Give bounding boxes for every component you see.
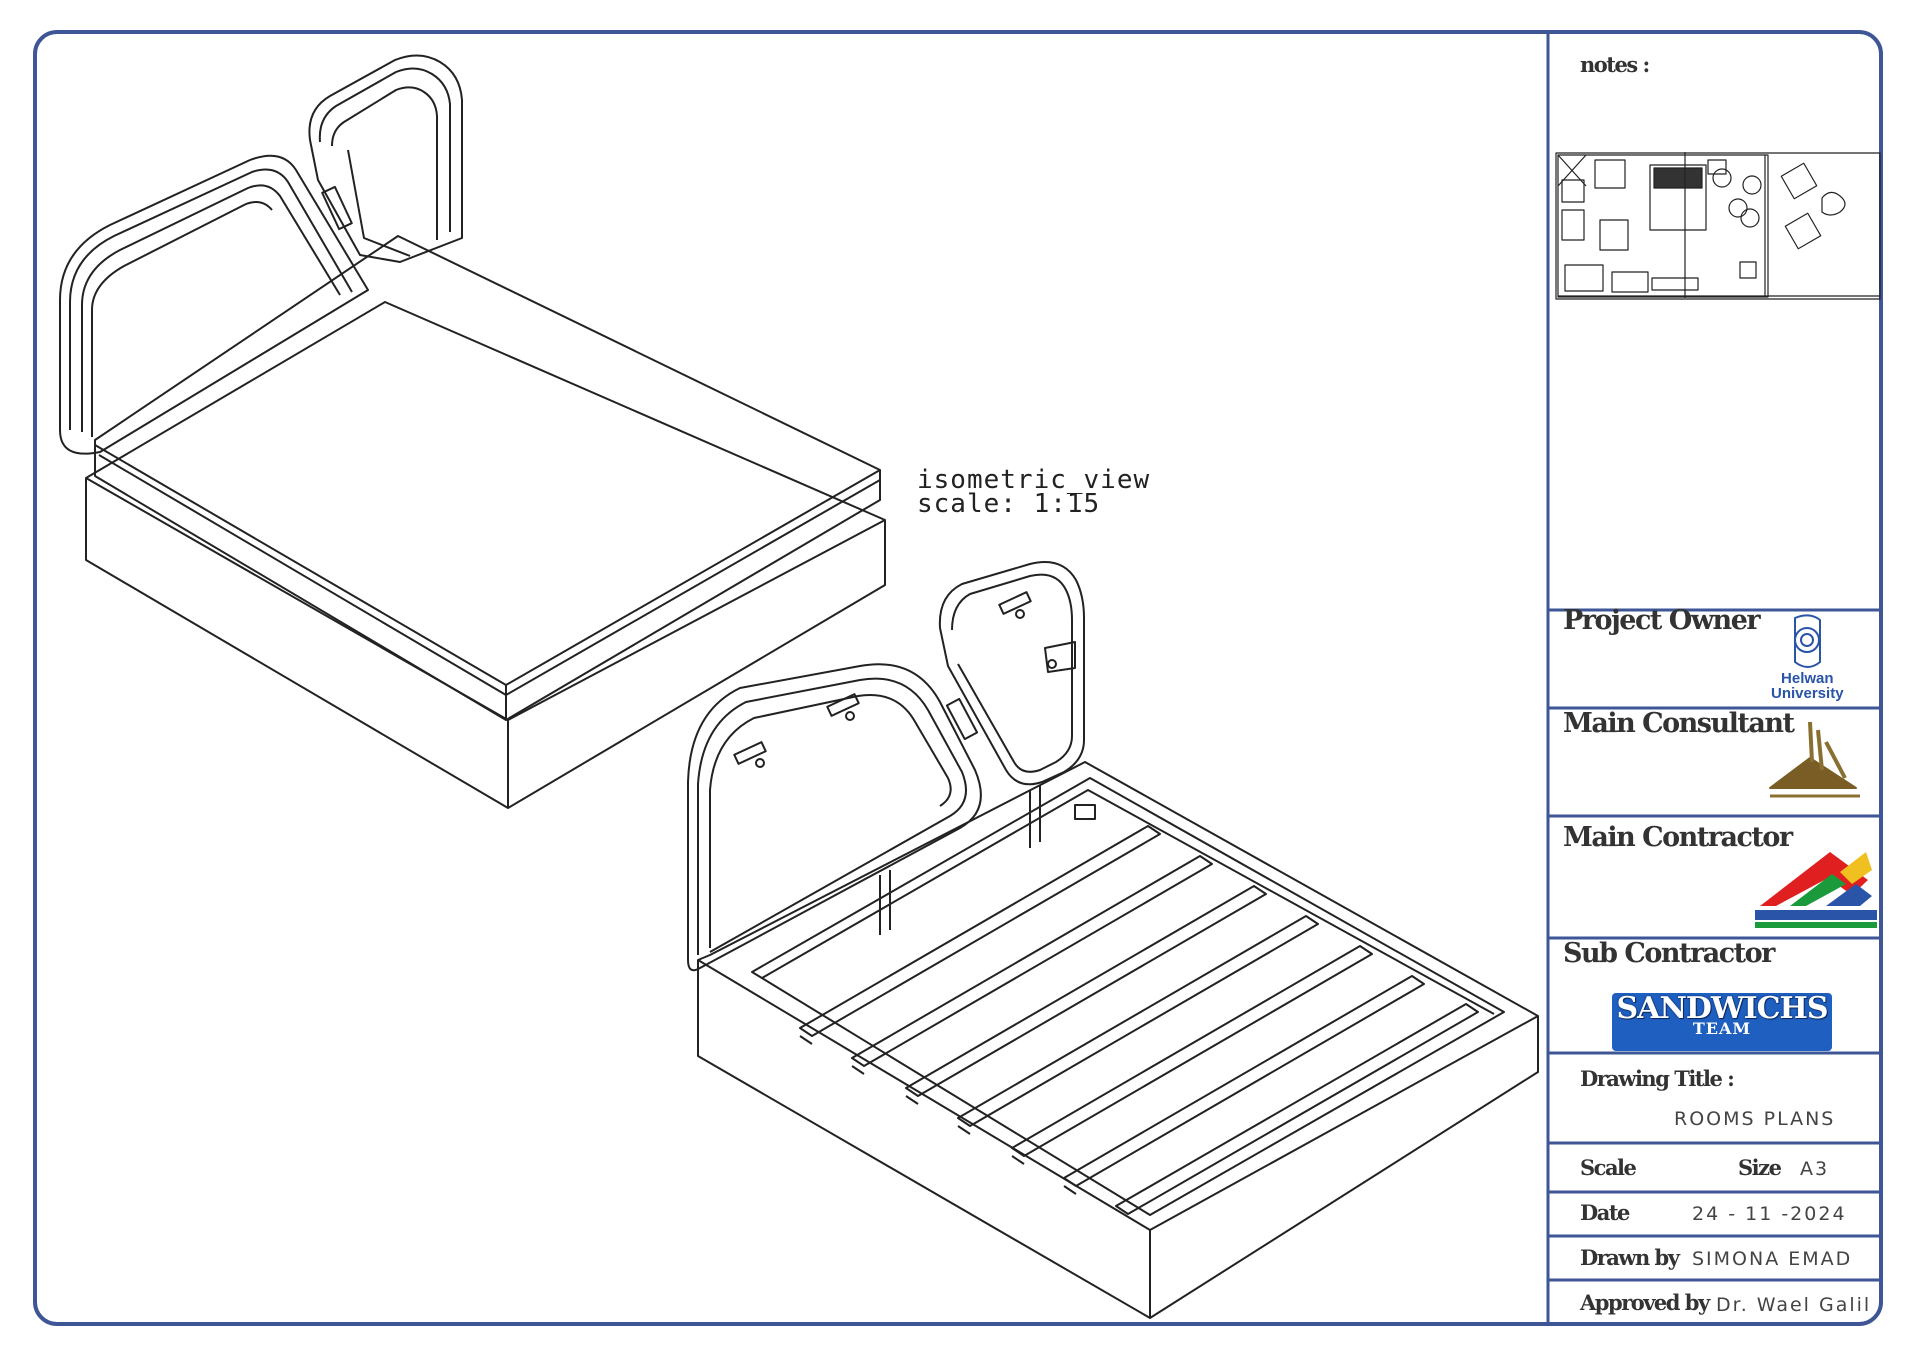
helwan-university-logo-text: Helwan University: [1771, 671, 1844, 701]
date-label: Date: [1580, 1200, 1630, 1225]
drawn-by-value: SIMONA EMAD: [1692, 1248, 1853, 1270]
bed-upholstered: [59, 54, 886, 809]
drawn-by-label: Drawn by: [1580, 1245, 1680, 1270]
approved-by-label: Approved by: [1580, 1290, 1710, 1315]
main-contractor-label: Main Contractor: [1563, 822, 1793, 853]
main-consultant-logo: [1769, 721, 1860, 798]
main-consultant-label: Main Consultant: [1563, 708, 1795, 739]
room-plan-thumbnail: [1555, 152, 1881, 300]
view-label: isometric_view scale: 1:15: [917, 465, 1151, 519]
size-value: A3: [1800, 1158, 1830, 1180]
sandwichs-logo-line-1: SANDWICHS: [1616, 991, 1829, 1026]
scale-label: Scale: [1580, 1155, 1637, 1180]
sheet-border: [33, 30, 1883, 1326]
sub-contractor-label: Sub Contractor: [1563, 938, 1775, 969]
approved-by-value: Dr. Wael Galil: [1716, 1294, 1872, 1316]
drawing-title-value: ROOMS PLANS: [1674, 1108, 1836, 1130]
notes-label: notes :: [1580, 52, 1650, 77]
project-owner-label: Project Owner: [1563, 605, 1761, 636]
bed-slats: [799, 825, 1479, 1215]
helwan-university-logo: [1794, 614, 1821, 668]
date-value: 24 - 11 -2024: [1692, 1203, 1847, 1225]
title-block-lines: [1546, 32, 1882, 1324]
helwan-logo-line-2: University: [1771, 685, 1844, 702]
sandwichs-team-logo: SANDWICHS TEAM: [1612, 993, 1832, 1051]
size-label: Size: [1738, 1155, 1782, 1180]
sandwichs-logo-line-2: TEAM: [1692, 1019, 1752, 1038]
view-scale: scale: 1:15: [917, 489, 1101, 519]
bed-frame-slats: [687, 561, 1539, 1319]
main-contractor-logo: [1755, 852, 1877, 928]
helwan-logo-line-1: Helwan: [1781, 670, 1834, 687]
view-name: isometric_view: [917, 465, 1151, 495]
drawing-title-label: Drawing Title :: [1580, 1066, 1735, 1091]
